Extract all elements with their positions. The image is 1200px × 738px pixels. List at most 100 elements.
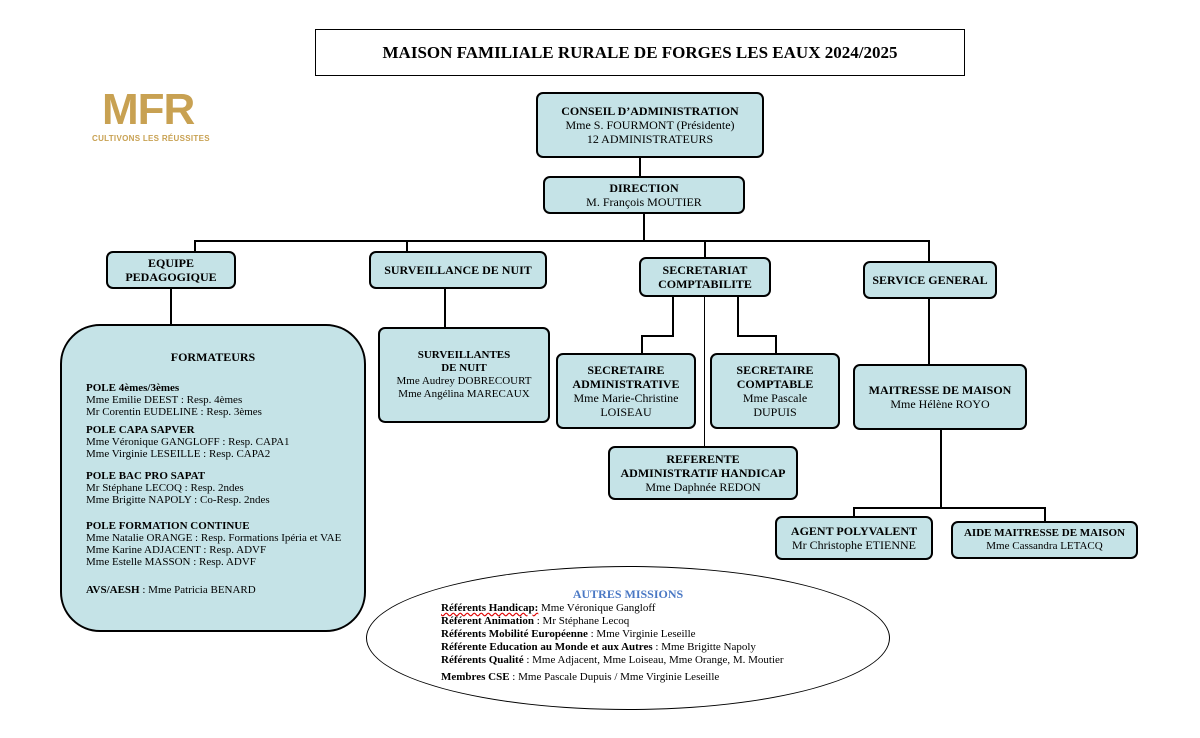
- connector-main-bus: [194, 240, 930, 242]
- secretaire-compta-line1: SECRETAIRE: [736, 363, 814, 377]
- aide-title: AIDE MAITRESSE DE MAISON: [963, 527, 1126, 539]
- surveillantes-line1: SURVEILLANTES: [417, 349, 511, 361]
- pole-heading: POLE BAC PRO SAPAT: [86, 470, 206, 482]
- referente-line3: Mme Daphnée REDON: [645, 480, 761, 494]
- secretaire-compta-line2: COMPTABLE: [736, 377, 814, 391]
- pole-line: Mme Natalie ORANGE : Resp. Formations Ip…: [86, 532, 342, 544]
- avs-label: AVS/AESH: [86, 584, 140, 596]
- connector-secretariat-admin-drop: [641, 335, 643, 355]
- connector-secretariat-compta-drop: [775, 335, 777, 355]
- pole-line: Mme Estelle MASSON : Resp. ADVF: [86, 556, 256, 568]
- surveillantes-line4: Mme Angélina MARECAUX: [398, 388, 530, 400]
- autres-missions-ellipse: AUTRES MISSIONS Référents Handicap: Mme …: [366, 566, 890, 710]
- mfr-logo: MFR CULTIVONS LES RÉUSSITES: [92, 88, 217, 146]
- connector-direction-bus: [643, 212, 645, 240]
- mission-label: Référents Qualité: [441, 654, 524, 666]
- pole-line: Mme Emilie DEEST : Resp. 4èmes: [86, 394, 243, 406]
- connector-secretariat-admin-v: [672, 295, 674, 337]
- maitresse-line1: Mme Hélène ROYO: [890, 397, 990, 411]
- secretariat-comptabilite-box: SECRETARIAT COMPTABILITE: [639, 257, 771, 297]
- connector-bus-agent: [853, 507, 855, 517]
- mission-item: Membres CSE : Mme Pascale Dupuis / Mme V…: [441, 671, 719, 683]
- secretaire-admin-line3: Mme Marie-Christine: [573, 391, 679, 405]
- aide-maitresse-box: AIDE MAITRESSE DE MAISON Mme Cassandra L…: [951, 521, 1138, 559]
- referente-handicap-box: REFERENTE ADMINISTRATIF HANDICAP Mme Dap…: [608, 446, 798, 500]
- mission-item: Référents Handicap: Mme Véronique Ganglo…: [441, 602, 655, 614]
- pole-line: Mme Karine ADJACENT : Resp. ADVF: [86, 544, 267, 556]
- pole-line: Mr Stéphane LECOQ : Resp. 2ndes: [86, 482, 244, 494]
- mission-label: Référente Education au Monde et aux Autr…: [441, 641, 653, 653]
- page-title: MAISON FAMILIALE RURALE DE FORGES LES EA…: [315, 29, 965, 76]
- equipe-pedagogique-box: EQUIPE PEDAGOGIQUE: [106, 251, 236, 289]
- connector-bus-equipe: [194, 240, 196, 252]
- pole-line: Mme Virginie LESEILLE : Resp. CAPA2: [86, 448, 271, 460]
- pole-line: Mme Véronique GANGLOFF : Resp. CAPA1: [86, 436, 290, 448]
- conseil-administration-box: CONSEIL D’ADMINISTRATION Mme S. FOURMONT…: [536, 92, 764, 158]
- formateurs-heading: FORMATEURS: [170, 350, 256, 364]
- connector-secretariat-admin-h: [641, 335, 674, 337]
- mission-item: Référente Education au Monde et aux Autr…: [441, 641, 756, 653]
- maitresse-title: MAITRESSE DE MAISON: [868, 383, 1012, 397]
- service-title: SERVICE GENERAL: [872, 273, 988, 287]
- pole-formation-continue: POLE FORMATION CONTINUE Mme Natalie ORAN…: [86, 520, 341, 568]
- secretariat-line1: SECRETARIAT: [662, 263, 748, 277]
- agent-title: AGENT POLYVALENT: [790, 524, 918, 538]
- conseil-title: CONSEIL D’ADMINISTRATION: [561, 104, 739, 118]
- pole-heading: POLE CAPA SAPVER: [86, 424, 195, 436]
- surveillantes-line3: Mme Audrey DOBRECOURT: [396, 375, 532, 387]
- pole-line: Mr Corentin EUDELINE : Resp. 3èmes: [86, 406, 262, 418]
- secretariat-line2: COMPTABILITE: [658, 277, 752, 291]
- secretaire-compta-line3: Mme Pascale: [742, 391, 808, 405]
- connector-conseil-direction: [639, 156, 641, 176]
- surveillance-title: SURVEILLANCE DE NUIT: [384, 263, 532, 277]
- agent-polyvalent-box: AGENT POLYVALENT Mr Christophe ETIENNE: [775, 516, 933, 560]
- direction-line1: M. François MOUTIER: [586, 195, 702, 209]
- secretaire-administrative-box: SECRETAIRE ADMINISTRATIVE Mme Marie-Chri…: [556, 353, 696, 429]
- agent-line1: Mr Christophe ETIENNE: [792, 538, 916, 552]
- connector-bus-surveillance: [406, 240, 408, 252]
- mission-value: : Mme Pascale Dupuis / Mme Virginie Lese…: [509, 671, 720, 683]
- service-general-box: SERVICE GENERAL: [863, 261, 997, 299]
- mission-item: Référents Mobilité Européenne : Mme Virg…: [441, 628, 696, 640]
- equipe-line1: EQUIPE: [147, 256, 194, 270]
- surveillantes-line2: DE NUIT: [441, 362, 487, 374]
- pole-bac-pro-sapat: POLE BAC PRO SAPAT Mr Stéphane LECOQ : R…: [86, 470, 270, 506]
- pole-capa-sapver: POLE CAPA SAPVER Mme Véronique GANGLOFF …: [86, 424, 290, 460]
- mission-label: Référents Mobilité Européenne: [441, 628, 588, 640]
- secretaire-comptable-box: SECRETAIRE COMPTABLE Mme Pascale DUPUIS: [710, 353, 840, 429]
- connector-bus-secretariat: [704, 240, 706, 258]
- mission-label: Membres CSE: [441, 671, 510, 683]
- mission-item: Référent Animation : Mr Stéphane Lecoq: [441, 615, 629, 627]
- secretaire-admin-line4: LOISEAU: [600, 405, 652, 419]
- maitresse-maison-box: MAITRESSE DE MAISON Mme Hélène ROYO: [853, 364, 1027, 430]
- connector-bus-aide: [1044, 507, 1046, 523]
- mission-value: : Mr Stéphane Lecoq: [533, 615, 630, 627]
- pole-heading: POLE 4èmes/3èmes: [86, 382, 180, 394]
- connector-service-maitresse: [928, 297, 930, 365]
- page-title-text: MAISON FAMILIALE RURALE DE FORGES LES EA…: [382, 42, 898, 62]
- referente-line2: ADMINISTRATIF HANDICAP: [620, 466, 786, 480]
- conseil-line1: Mme S. FOURMONT (Présidente): [565, 118, 735, 132]
- mission-value: : Mme Brigitte Napoly: [652, 641, 756, 653]
- pole-4emes-3emes: POLE 4èmes/3èmes Mme Emilie DEEST : Resp…: [86, 382, 262, 418]
- equipe-line2: PEDAGOGIQUE: [125, 270, 217, 284]
- referente-line1: REFERENTE: [666, 452, 740, 466]
- secretaire-admin-line1: SECRETAIRE: [587, 363, 665, 377]
- mission-label: Référent Animation: [441, 615, 534, 627]
- missions-heading: AUTRES MISSIONS: [572, 587, 684, 601]
- formateurs-box: FORMATEURS POLE 4èmes/3èmes Mme Emilie D…: [60, 324, 366, 632]
- conseil-line2: 12 ADMINISTRATEURS: [586, 132, 714, 146]
- logo-mark: MFR: [102, 85, 195, 134]
- mission-value: : Mme Adjacent, Mme Loiseau, Mme Orange,…: [523, 654, 784, 666]
- pole-heading: POLE FORMATION CONTINUE: [86, 520, 250, 532]
- mission-label: Référents Handicap:: [441, 602, 539, 614]
- mission-value: Mme Véronique Gangloff: [538, 602, 656, 614]
- connector-maitresse-hbus: [853, 507, 1046, 509]
- connector-surveillance-surveillantes: [444, 288, 446, 329]
- direction-box: DIRECTION M. François MOUTIER: [543, 176, 745, 214]
- connector-secretariat-compta-h: [737, 335, 777, 337]
- mission-value: : Mme Virginie Leseille: [587, 628, 696, 640]
- surveillance-nuit-box: SURVEILLANCE DE NUIT: [369, 251, 547, 289]
- pole-line: Mme Brigitte NAPOLY : Co-Resp. 2ndes: [86, 494, 270, 506]
- connector-bus-service: [928, 240, 930, 262]
